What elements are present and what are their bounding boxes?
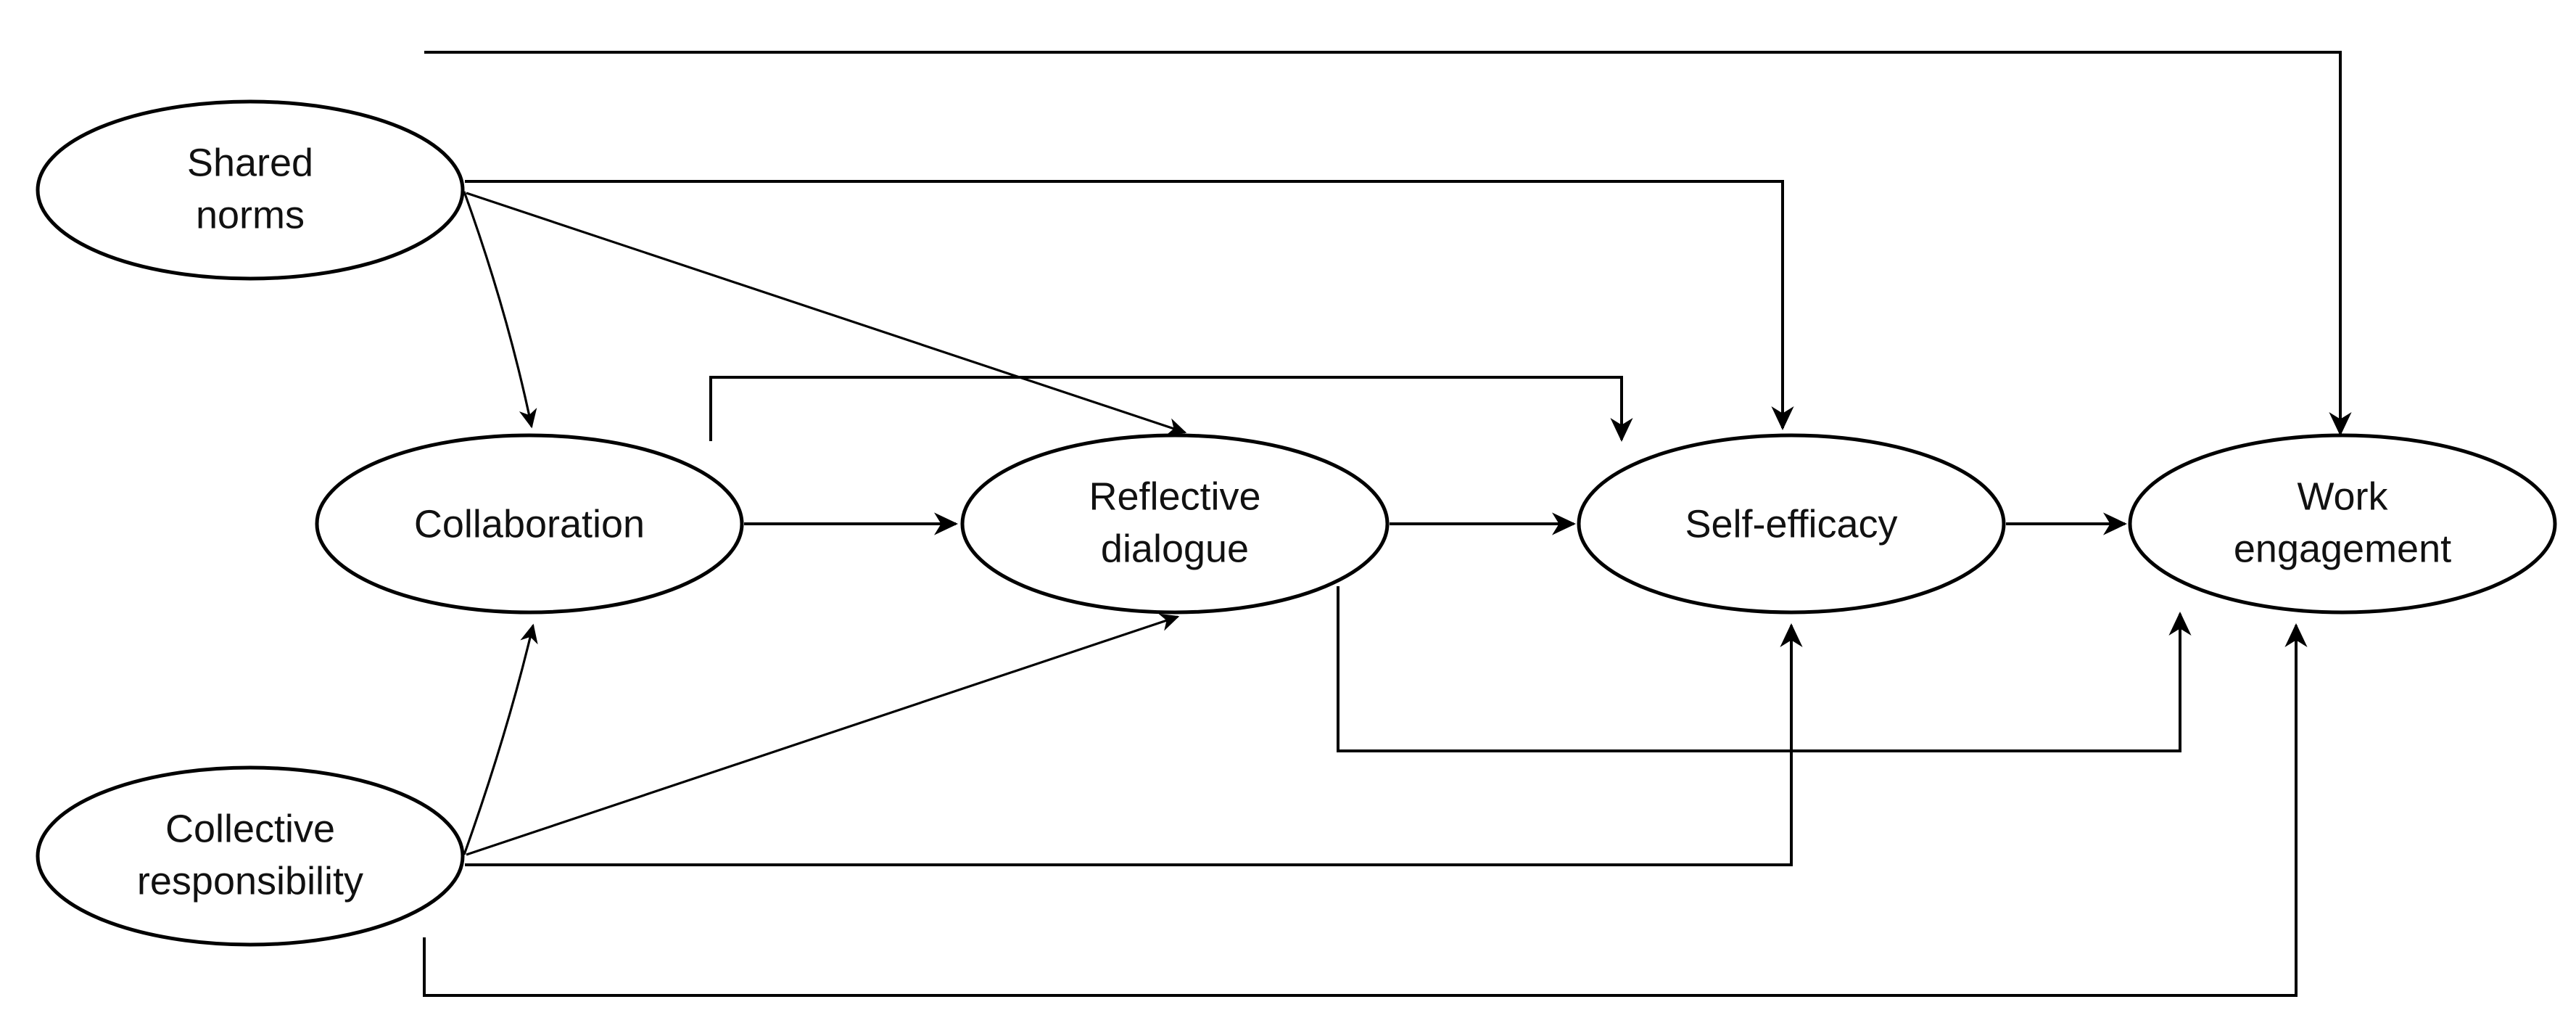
node-shape-work-engagement[interactable] [2128, 433, 2557, 615]
edge-collaboration-to-self-efficacy [709, 376, 1633, 442]
node-shape-collaboration[interactable] [315, 433, 744, 615]
node-shared-norms[interactable]: Shared norms [36, 99, 465, 281]
edge-shared-norms-to-self-efficacy [465, 180, 1794, 430]
node-label-shared-norms-line2: norms [196, 193, 305, 237]
edge-reflective-dialogue-to-work-engagement [1337, 586, 2192, 752]
node-work-engagement[interactable]: Work engagement [2128, 433, 2557, 615]
node-collective-responsibility[interactable]: Collective responsibility [36, 765, 465, 947]
edge-shared-norms-to-collaboration [463, 191, 537, 429]
edge-layer [423, 51, 2352, 997]
node-self-efficacy[interactable]: Self-efficacy [1577, 433, 2006, 615]
node-label-reflective-dialogue-line1: Reflective [1089, 474, 1260, 518]
node-label-shared-norms-line1: Shared [187, 141, 313, 184]
node-shape-collective-responsibility[interactable] [36, 765, 465, 947]
edge-collective-responsibility-to-reflective-dialogue [466, 613, 1180, 856]
edge-shared-norms-to-work-engagement [424, 51, 2352, 436]
edge-shared-norms-to-reflective-dialogue [466, 192, 1187, 436]
node-shape-self-efficacy[interactable] [1577, 433, 2006, 615]
node-collaboration[interactable]: Collaboration [315, 433, 744, 615]
node-label-reflective-dialogue-line2: dialogue [1101, 527, 1249, 570]
node-shape-reflective-dialogue[interactable] [960, 433, 1390, 615]
node-label-collective-responsibility-line2: responsibility [137, 859, 363, 903]
edge-collective-responsibility-to-work-engagement [423, 623, 2308, 997]
node-reflective-dialogue[interactable]: Reflective dialogue [960, 433, 1390, 615]
edge-collective-responsibility-to-collaboration [463, 623, 538, 855]
node-label-work-engagement-line1: Work [2297, 474, 2388, 518]
node-layer: Shared norms Collaboration Reflective di… [36, 99, 2557, 947]
node-label-self-efficacy-line1: Self-efficacy [1685, 502, 1897, 546]
node-shape-shared-norms[interactable] [36, 99, 465, 281]
node-label-work-engagement-line2: engagement [2234, 527, 2451, 570]
node-label-collaboration-line1: Collaboration [414, 502, 645, 546]
edge-collective-responsibility-to-self-efficacy [465, 623, 1803, 866]
node-label-collective-responsibility-line1: Collective [165, 807, 335, 850]
